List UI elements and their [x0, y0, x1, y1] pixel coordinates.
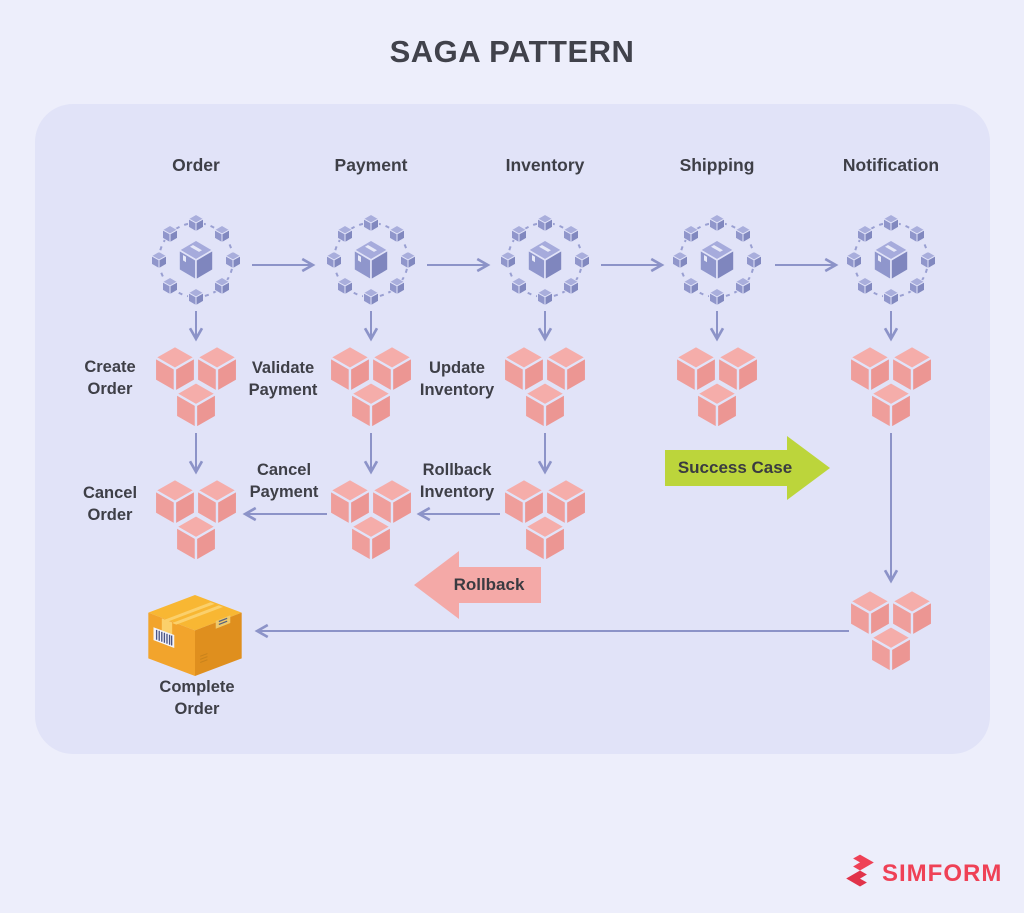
task-blocks-icon-cancel-payment — [328, 477, 414, 565]
package-box-icon — [143, 594, 247, 677]
microservice-icon-notification — [839, 206, 943, 310]
task-blocks-icon-validate-payment — [328, 344, 414, 432]
microservice-icon-payment — [319, 206, 423, 310]
label-create-order: Create Order — [84, 358, 136, 398]
task-blocks-icon-update-inventory — [502, 344, 588, 432]
label-validate-payment: Validate Payment — [248, 359, 318, 399]
column-header-order: Order — [172, 155, 220, 175]
task-blocks-icon-rollback-inventory — [502, 477, 588, 565]
label-success-case: Success Case — [677, 458, 793, 477]
column-header-notification: Notification — [842, 155, 940, 175]
task-blocks-icon-cancel-order — [153, 477, 239, 565]
label-rollback: Rollback — [453, 575, 525, 594]
page-title: SAGA PATTERN — [389, 34, 635, 69]
label-complete-order: Complete Order — [159, 678, 235, 718]
task-blocks-icon-shipping — [674, 344, 760, 432]
task-blocks-icon-notification — [848, 344, 934, 432]
microservice-icon-shipping — [665, 206, 769, 310]
column-header-payment: Payment — [334, 155, 408, 175]
label-cancel-payment: Cancel Payment — [249, 461, 319, 501]
microservice-icon-inventory — [493, 206, 597, 310]
label-cancel-order: Cancel Order — [82, 484, 138, 524]
column-header-inventory: Inventory — [505, 155, 585, 175]
label-update-inventory: Update Inventory — [419, 359, 495, 399]
label-rollback-inventory: Rollback Inventory — [419, 461, 495, 501]
brand-name: SIMFORM — [882, 860, 1003, 887]
task-blocks-icon-final — [848, 588, 934, 676]
simform-logo-icon — [843, 852, 877, 889]
task-blocks-icon-create-order — [153, 344, 239, 432]
column-header-shipping: Shipping — [679, 155, 755, 175]
microservice-icon-order — [144, 206, 248, 310]
